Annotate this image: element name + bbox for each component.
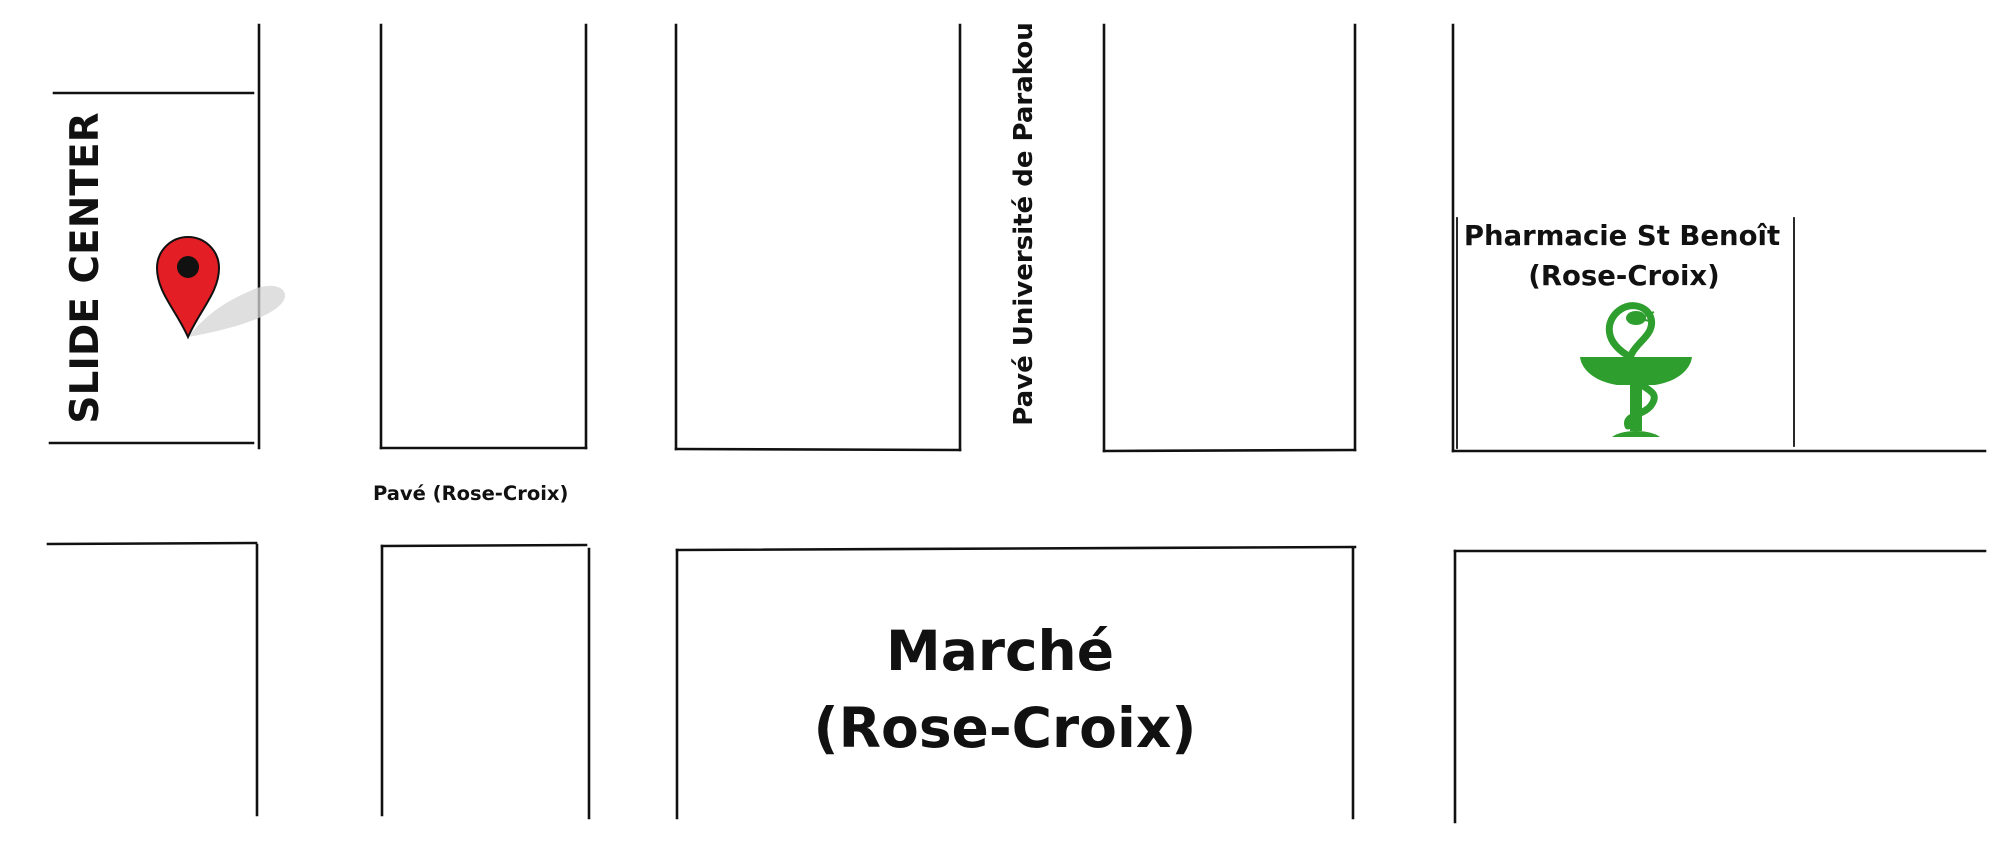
block-top-3 <box>674 23 962 452</box>
block-marche <box>675 545 1357 820</box>
block-bottom-2 <box>380 543 591 820</box>
pave-rose-croix-label: Pavé (Rose-Croix) <box>373 482 568 505</box>
block-slide-center <box>48 23 261 450</box>
marche-label-line2: (Rose-Croix) <box>814 696 1197 760</box>
block-bottom-4 <box>1453 549 1987 824</box>
marche-label-line1: Marché <box>886 619 1114 683</box>
pharmacie-label-line2: (Rose-Croix) <box>1528 260 1719 292</box>
block-bottom-1 <box>46 541 259 817</box>
block-top-2 <box>379 23 588 450</box>
pharmacie-label-line1: Pharmacie St Benoît <box>1464 220 1780 252</box>
slide-center-label: SLIDE CENTER <box>63 112 108 423</box>
block-top-4 <box>1102 23 1357 453</box>
map-pin-icon <box>155 236 286 340</box>
block-pharmacie <box>1451 23 1987 453</box>
pave-universite-label: Pavé Université de Parakou <box>1009 22 1039 426</box>
caduceus-icon <box>1580 302 1692 437</box>
